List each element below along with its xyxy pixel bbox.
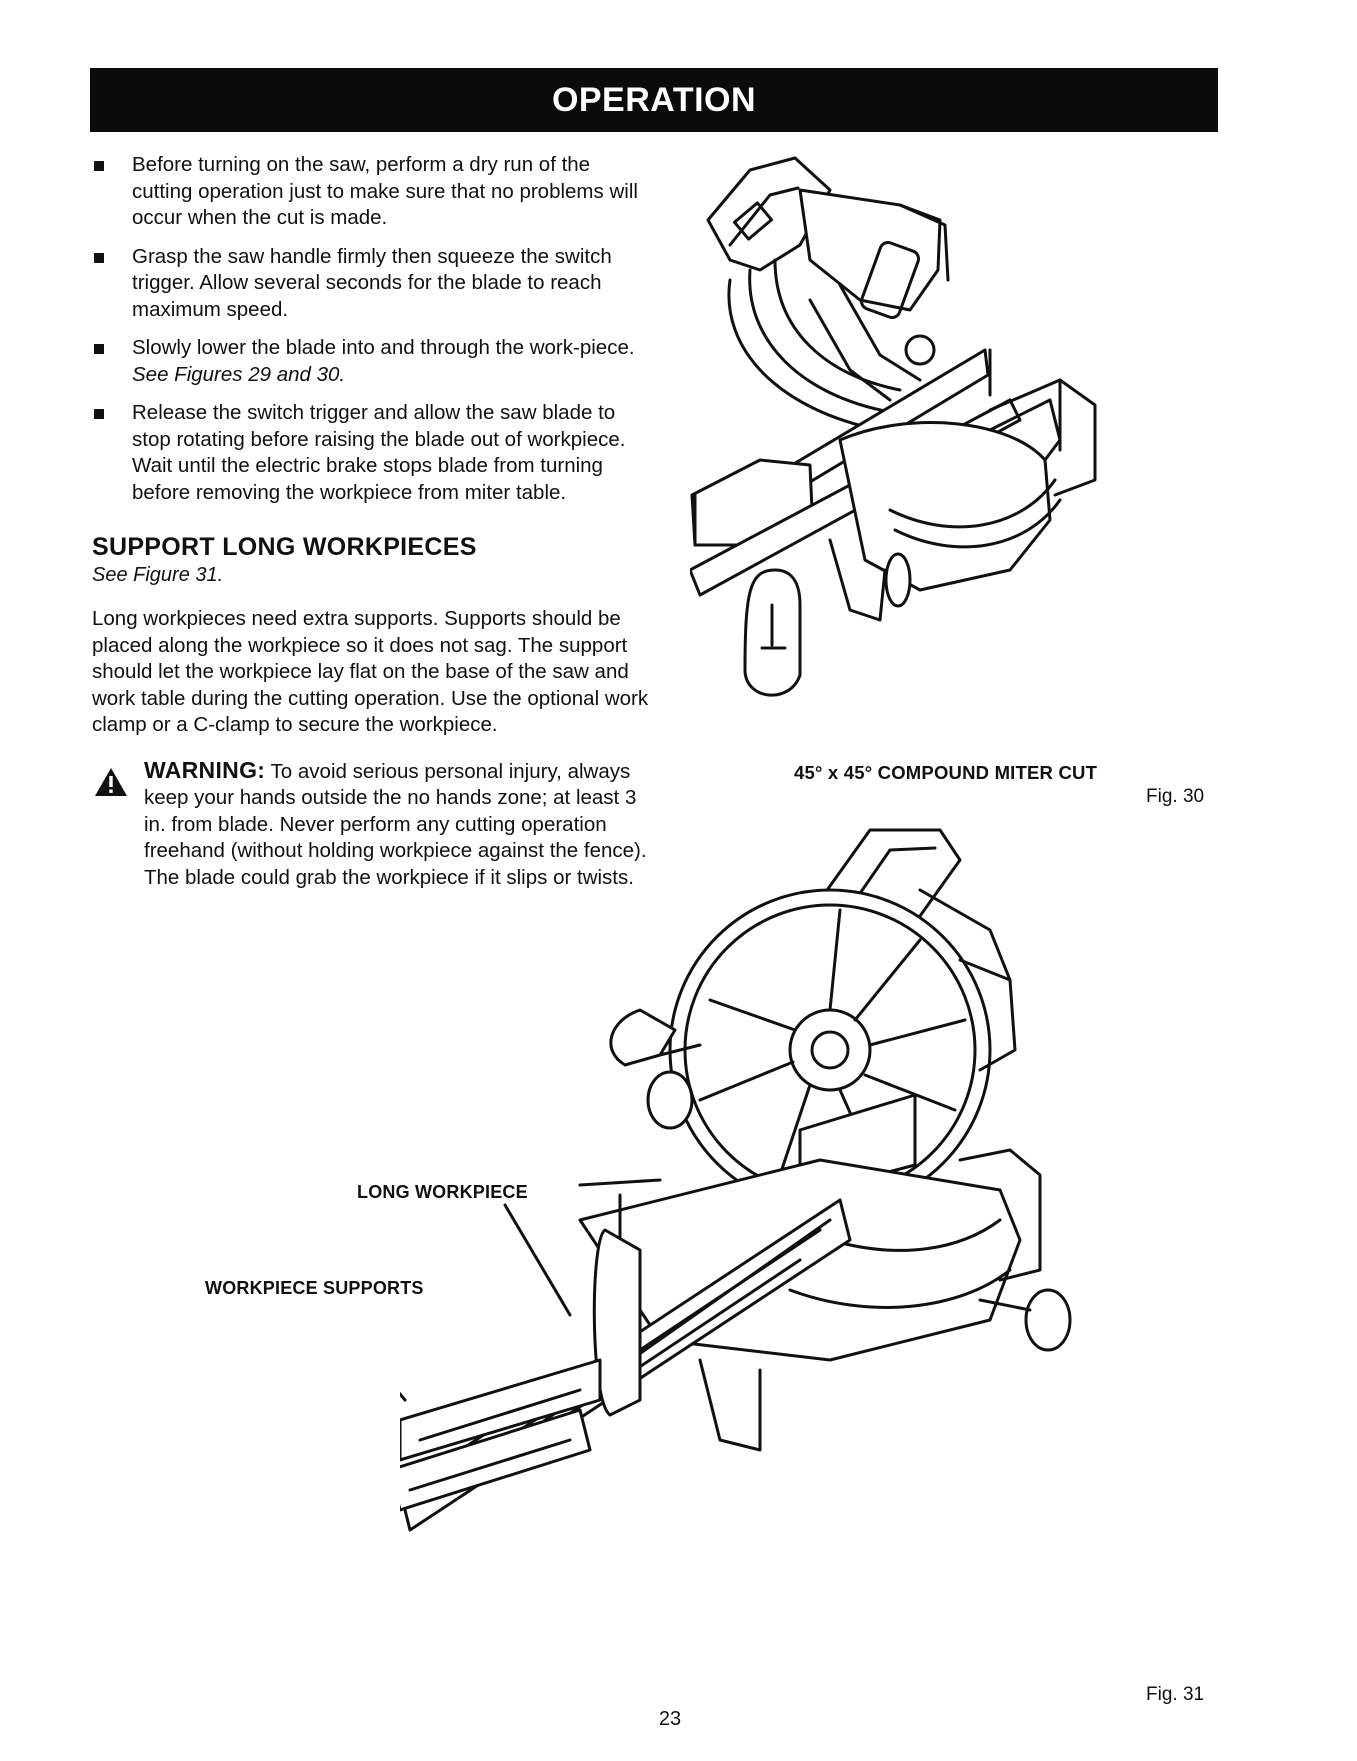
- square-bullet-icon: [94, 252, 104, 263]
- bullet-text: Slowly lower the blade into and through …: [132, 336, 635, 359]
- list-item: Slowly lower the blade into and through …: [92, 335, 652, 388]
- square-bullet-icon: [94, 344, 104, 354]
- section-heading: SUPPORT LONG WORKPIECES: [92, 533, 477, 561]
- page-title: OPERATION: [551, 81, 757, 119]
- section-figure-reference: See Figure 31.: [92, 564, 224, 586]
- figure-31-label: Fig. 31: [1146, 1684, 1205, 1705]
- workpiece-supports-label: WORKPIECE SUPPORTS: [205, 1278, 424, 1298]
- warning-text: To avoid serious personal injury, always…: [144, 759, 647, 889]
- list-item: Release the switch trigger and allow the…: [92, 400, 652, 506]
- list-item: Grasp the saw handle firmly then squeeze…: [92, 244, 652, 324]
- bullet-text: Grasp the saw handle firmly then squeeze…: [132, 244, 612, 321]
- section-paragraph: Long workpieces need extra supports. Sup…: [92, 607, 649, 736]
- bullet-text: Before turning on the saw, perform a dry…: [132, 153, 638, 229]
- warning-block: WARNING: To avoid serious personal injur…: [92, 757, 652, 892]
- figure-reference: See Figures 29 and 30.: [132, 362, 346, 386]
- left-column: Before turning on the saw, perform a dry…: [92, 152, 652, 891]
- section-banner: OPERATION: [90, 68, 1218, 132]
- warning-triangle-icon: [95, 767, 127, 796]
- figure-30-label: Fig. 30: [1146, 786, 1205, 807]
- square-bullet-icon: [94, 161, 104, 171]
- bullet-list: Before turning on the saw, perform a dry…: [92, 152, 652, 506]
- warning-label: WARNING:: [144, 756, 266, 783]
- list-item: Before turning on the saw, perform a dry…: [92, 152, 652, 232]
- figure-30-caption: 45° x 45° COMPOUND MITER CUT: [794, 762, 1098, 783]
- square-bullet-icon: [94, 409, 104, 419]
- long-workpiece-label: LONG WORKPIECE: [357, 1182, 528, 1202]
- bullet-text: Release the switch trigger and allow the…: [132, 401, 626, 504]
- figure-31-illustration: [400, 828, 1072, 1532]
- figure-30-illustration: [690, 156, 1097, 697]
- page-number: 23: [658, 1708, 682, 1730]
